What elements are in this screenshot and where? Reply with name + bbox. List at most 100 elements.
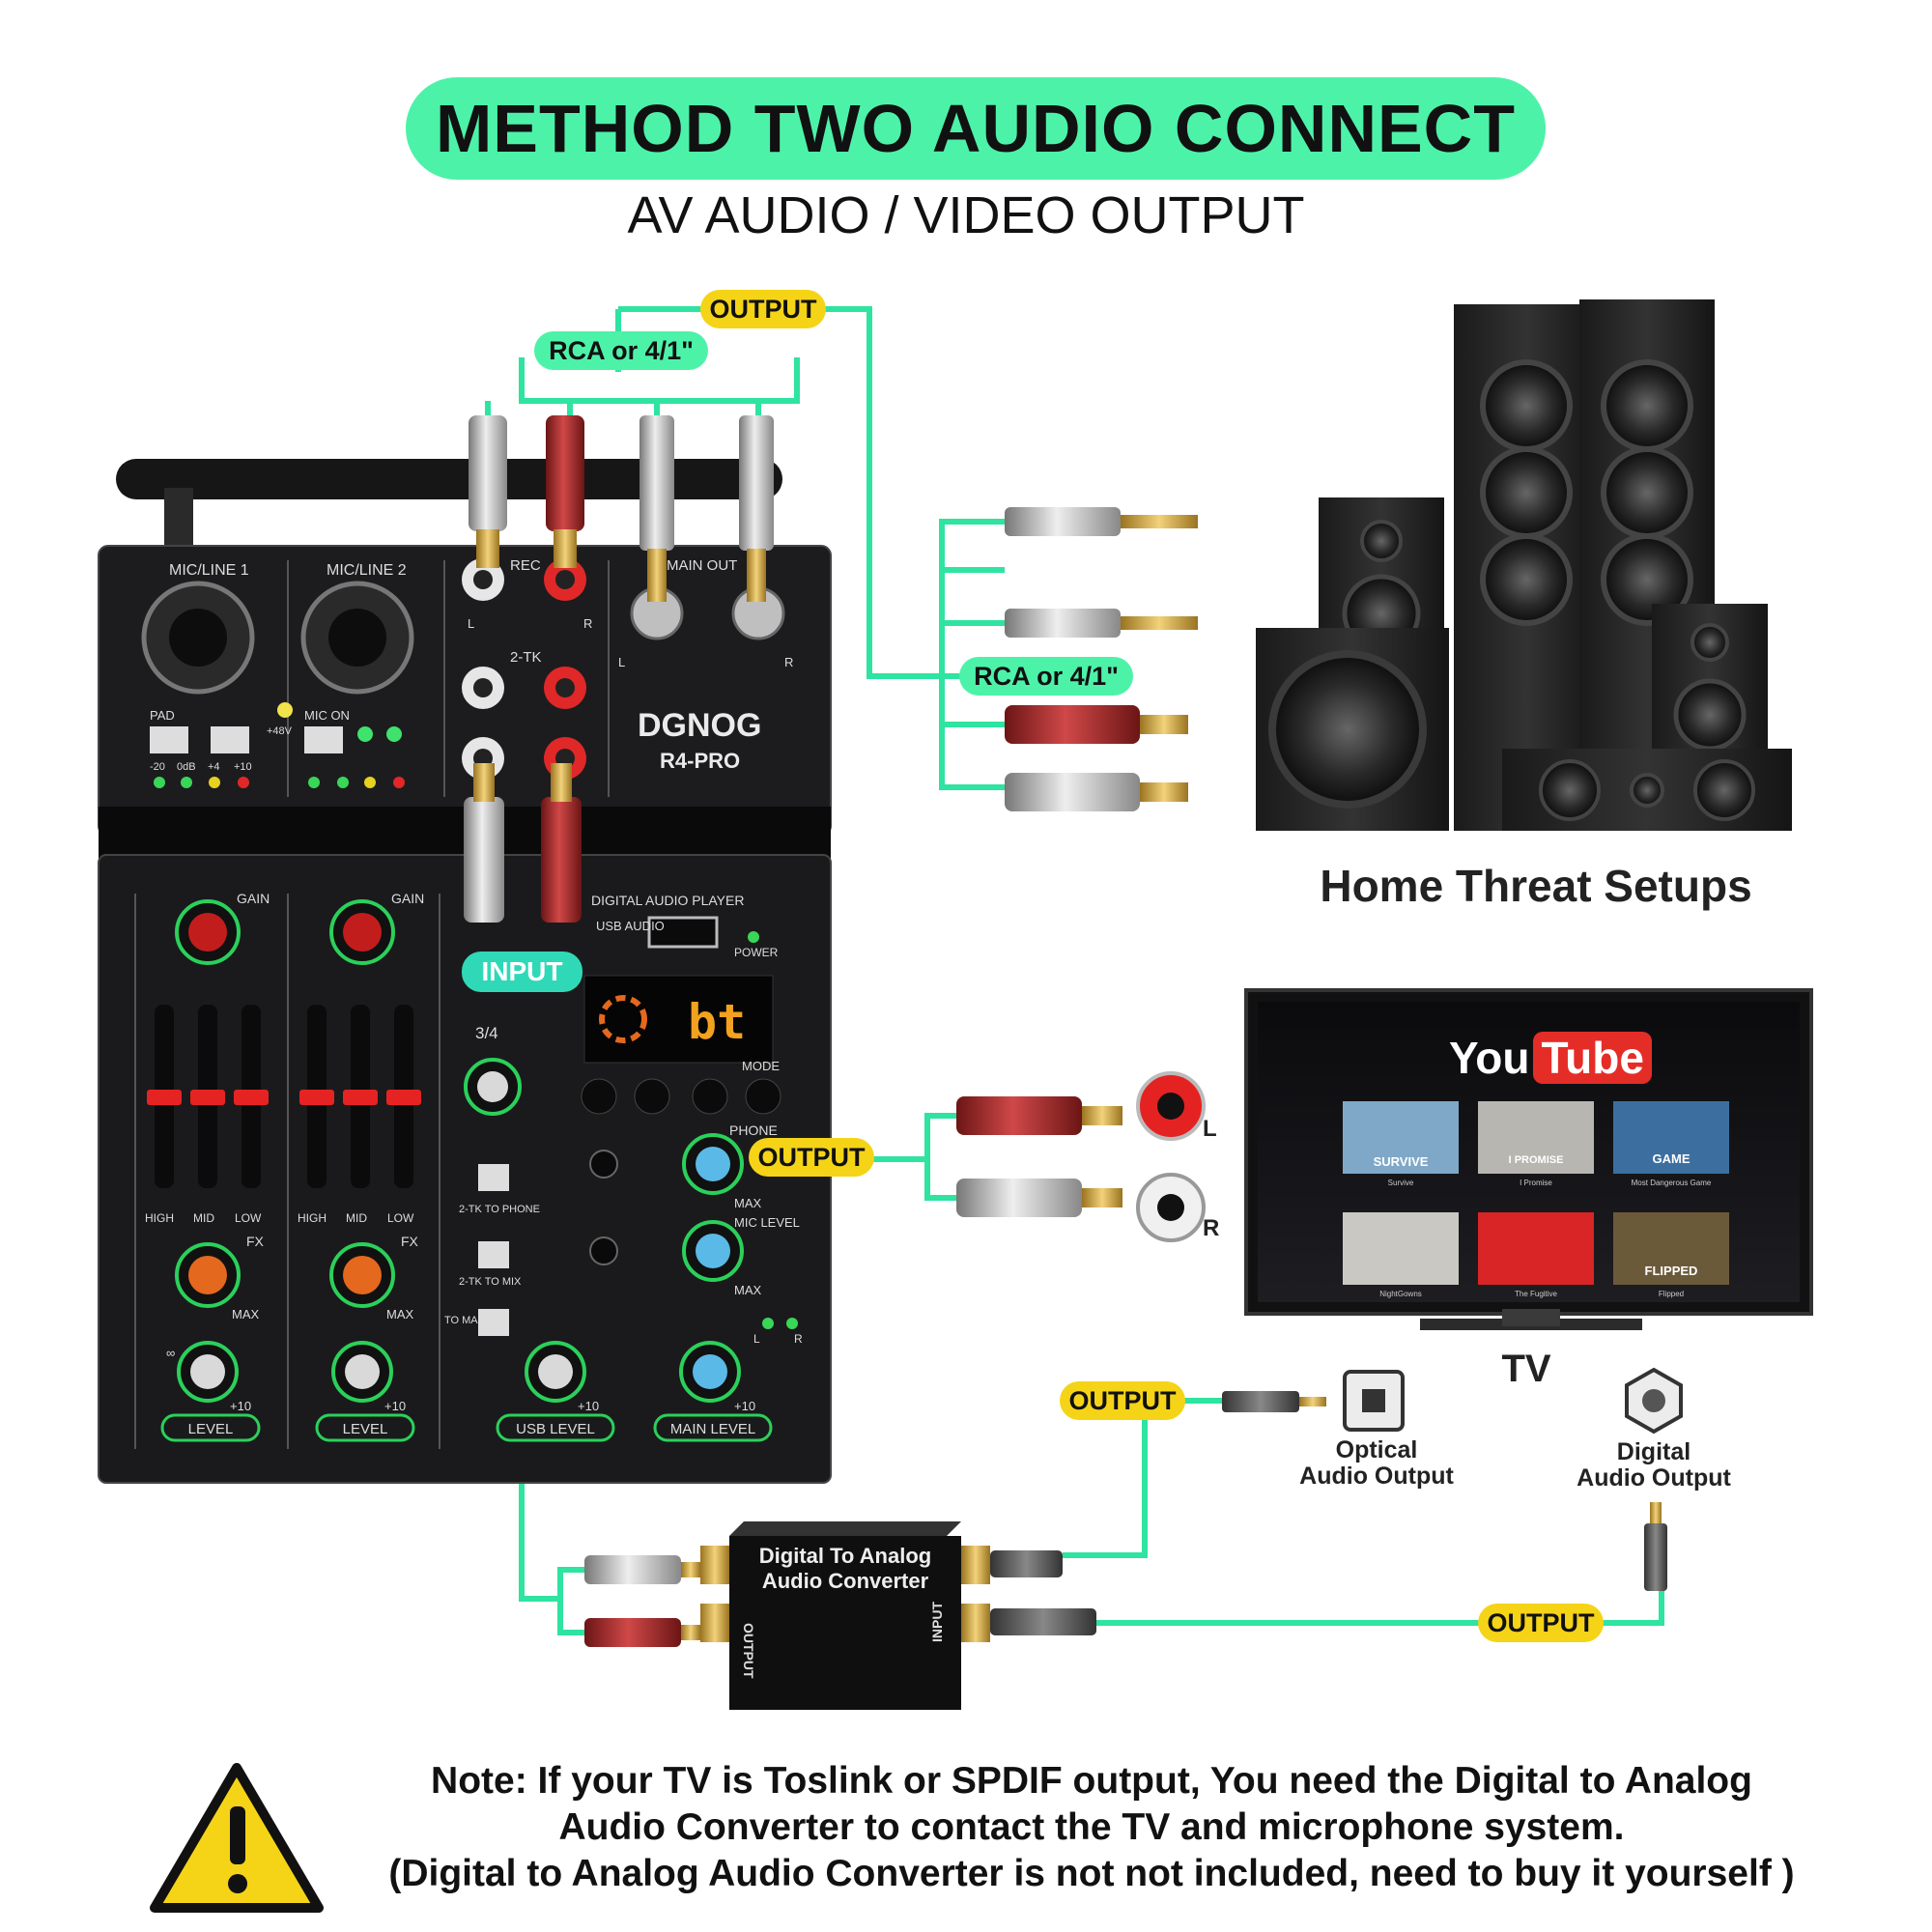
mixer-top-plugs — [464, 415, 774, 923]
youtube-logo: You Tube — [1449, 1029, 1652, 1087]
usb-audio-label: USB AUDIO — [596, 919, 665, 933]
fx-max-1: MAX — [232, 1307, 260, 1321]
meter-label-3: +4 — [208, 761, 220, 773]
fx-label-2: FX — [401, 1234, 419, 1249]
main-out-label: MAIN OUT — [667, 557, 737, 574]
converter-input-side: INPUT — [929, 1602, 945, 1642]
tile-title-2: I PROMISE — [1508, 1154, 1564, 1166]
level-pill-2: LEVEL — [343, 1421, 388, 1437]
tv-device — [1244, 988, 1813, 1330]
tile-sub-4: NightGowns — [1379, 1290, 1422, 1298]
home-theater-plugs — [1005, 507, 1198, 811]
tv-label: TV — [1501, 1348, 1551, 1390]
rec-r: R — [583, 616, 592, 631]
dac-converter: Digital To Analog Audio Converter OUTPUT… — [584, 1521, 1096, 1710]
meter-label-4: +10 — [234, 761, 252, 773]
note-line-2: Audio Converter to contact the TV and mi… — [558, 1806, 1625, 1848]
tag-rca-right: RCA or 4/1" — [959, 657, 1133, 696]
phone-max: MAX — [734, 1196, 762, 1210]
tag-input: INPUT — [462, 952, 582, 992]
rec-label: REC — [510, 557, 541, 574]
speaker-set — [1256, 299, 1792, 831]
plus48-label: +48V — [267, 725, 293, 737]
page-title: METHOD TWO AUDIO CONNECT — [436, 91, 1516, 166]
fader-caps — [147, 1090, 421, 1105]
level-inf-1: ∞ — [166, 1346, 175, 1360]
twotk-phone-label: 2-TK TO PHONE — [459, 1204, 540, 1215]
sub-r: R — [794, 1332, 803, 1346]
tile-title-1: SURVIVE — [1373, 1154, 1429, 1169]
meter-label-1: -20 — [150, 761, 165, 773]
tile-title-6: FLIPPED — [1644, 1264, 1698, 1278]
digital-output-label: Digital Audio Output — [1557, 1439, 1750, 1492]
main-level-pill: MAIN LEVEL — [670, 1421, 755, 1437]
optical-line-1: Optical — [1335, 1436, 1418, 1463]
mic-max: MAX — [734, 1283, 762, 1297]
title-banner: METHOD TWO AUDIO CONNECT — [406, 77, 1546, 180]
eq-label-high-1: HIGH — [145, 1211, 174, 1225]
tile-sub-2: I Promise — [1520, 1179, 1552, 1187]
note-text: Note: If your TV is Toslink or SPDIF out… — [328, 1758, 1855, 1897]
fx-max-2: MAX — [386, 1307, 414, 1321]
tv-tiles — [1343, 1101, 1729, 1285]
digital-player-label: DIGITAL AUDIO PLAYER — [591, 893, 744, 908]
level-plus10-3: +10 — [578, 1399, 599, 1413]
meter-leds — [154, 777, 405, 788]
tag-rca-top: RCA or 4/1" — [534, 331, 708, 370]
ch34-label: 3/4 — [475, 1024, 498, 1042]
converter-title-1: Digital To Analog — [759, 1544, 931, 1568]
main-r: R — [784, 655, 793, 669]
digital-line-1: Digital — [1616, 1438, 1691, 1465]
display-readout: bt — [688, 994, 746, 1050]
fx-label-1: FX — [246, 1234, 265, 1249]
tag-output-top: OUTPUT — [700, 290, 826, 328]
gain-label-1: GAIN — [237, 891, 270, 906]
gain-label-2: GAIN — [391, 891, 424, 906]
rec-l: L — [468, 616, 474, 631]
eq-label-mid-2: MID — [346, 1211, 367, 1225]
warning-icon — [150, 1763, 324, 1913]
page-subtitle: AV AUDIO / VIDEO OUTPUT — [627, 186, 1305, 244]
optical-line-2: Audio Output — [1299, 1463, 1454, 1490]
pad-label: PAD — [150, 708, 175, 723]
phone-label: PHONE — [729, 1122, 778, 1138]
eq-label-low-2: LOW — [387, 1211, 414, 1225]
main-l: L — [618, 655, 625, 669]
tile-title-3: GAME — [1652, 1151, 1690, 1166]
tag-output-optical: OUTPUT — [1060, 1381, 1185, 1420]
digital-connectors — [1222, 1367, 1683, 1591]
tv-r-label: R — [1203, 1215, 1220, 1241]
tv-l-label: L — [1203, 1116, 1217, 1142]
to-main-label: TO MAIN — [444, 1315, 489, 1326]
tile-sub-3: Most Dangerous Game — [1631, 1179, 1712, 1187]
mode-label: MODE — [742, 1059, 780, 1073]
power-label: POWER — [734, 946, 779, 959]
twotk-mix-label: 2-TK TO MIX — [459, 1276, 522, 1288]
tile-sub-5: The Fugitive — [1514, 1290, 1558, 1298]
tile-sub-1: Survive — [1387, 1179, 1414, 1187]
tag-output-digital: OUTPUT — [1478, 1604, 1604, 1642]
optical-output-label: Optical Audio Output — [1285, 1437, 1468, 1490]
tag-output-tv: OUTPUT — [749, 1138, 874, 1177]
tv-output-plugs — [956, 1071, 1206, 1242]
mixer-brand: DGNOG — [638, 707, 761, 744]
twotk-label: 2-TK — [510, 649, 542, 666]
ch1-label: MIC/LINE 1 — [169, 562, 249, 579]
youtube-tube: Tube — [1533, 1032, 1652, 1084]
mic-on-label: MIC ON — [304, 708, 350, 723]
level-plus10-4: +10 — [734, 1399, 755, 1413]
gain-knobs — [175, 899, 395, 965]
mixer-model: R4-PRO — [660, 749, 740, 773]
tile-sub-6: Flipped — [1658, 1290, 1685, 1298]
note-line-3: (Digital to Analog Audio Converter is no… — [388, 1853, 1795, 1894]
mic-level-label: MIC LEVEL — [734, 1215, 800, 1230]
converter-output-side: OUTPUT — [741, 1623, 756, 1679]
meter-label-2: 0dB — [177, 761, 196, 773]
eq-label-mid-1: MID — [193, 1211, 214, 1225]
home-theater-label: Home Threat Setups — [1320, 861, 1752, 911]
sub-l: L — [753, 1332, 760, 1346]
level-plus10-2: +10 — [384, 1399, 406, 1413]
eq-label-high-2: HIGH — [298, 1211, 327, 1225]
level-plus10-1: +10 — [230, 1399, 251, 1413]
